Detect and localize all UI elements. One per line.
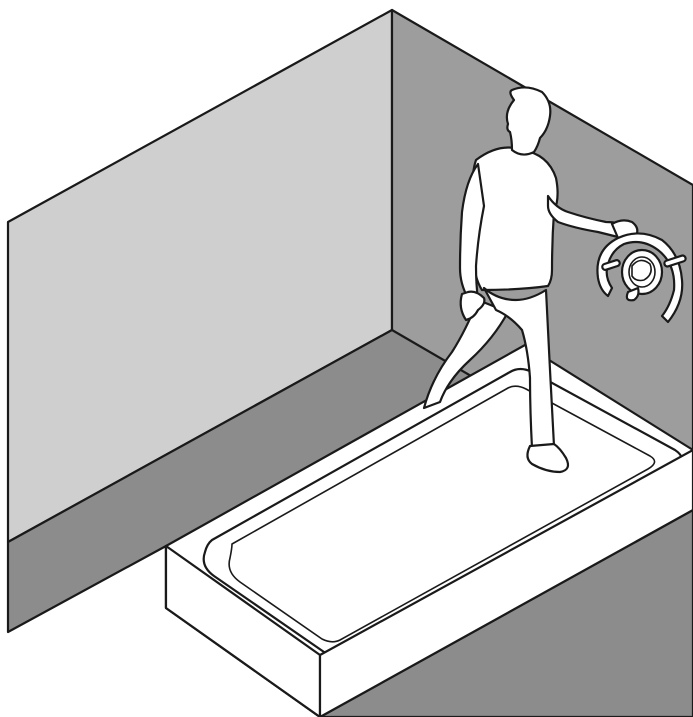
person-torso [470, 148, 558, 290]
